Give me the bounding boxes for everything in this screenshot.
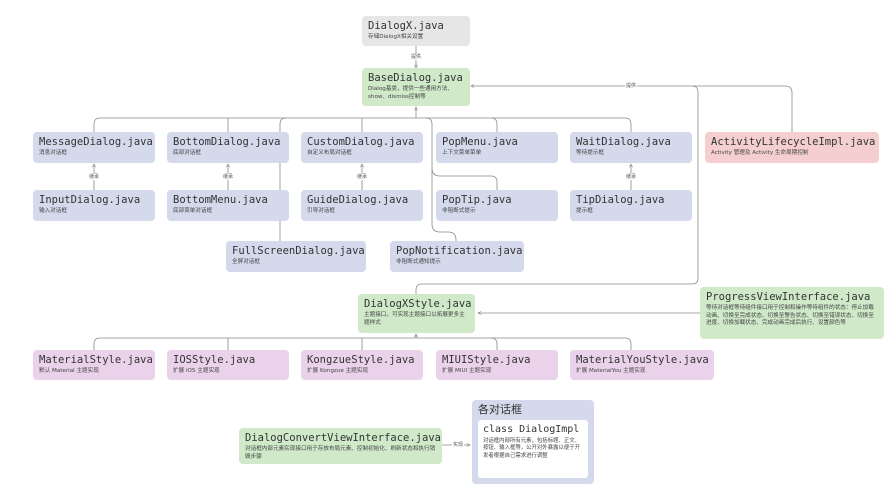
node-desc: 扩展 iOS 主题实现: [173, 368, 220, 374]
node-title: PopNotification.java: [396, 245, 523, 257]
wait-dialog-node: WaitDialog.java 等待提示框: [570, 132, 692, 163]
input-dialog-node: InputDialog.java 输入对话框: [33, 190, 155, 221]
node-desc: 上下文菜单菜单: [442, 150, 482, 156]
node-desc: 默认 Material 主题实现: [39, 368, 99, 374]
node-title: MaterialYouStyle.java: [576, 354, 709, 366]
node-title: class DialogImpl: [483, 424, 580, 435]
edge-label-extends: 继承: [356, 174, 369, 180]
pop-notification-node: PopNotification.java 非阻断式通知提示: [390, 241, 524, 272]
node-title: DialogXStyle.java: [364, 298, 472, 310]
node-title: PopMenu.java: [442, 136, 518, 148]
edge-popmenu-base: [416, 117, 498, 132]
node-desc: 对话框内部所有元素，包括标题、正文、按钮、输入框等，公开对外暴露以便于开发者根据…: [483, 438, 581, 459]
edge-label-provide: 提供: [625, 83, 638, 89]
node-desc: 扩展 MaterialYou 主题实现: [576, 368, 646, 374]
node-desc: 引导对话框: [307, 208, 335, 214]
ios-style-node: IOSStyle.java 扩展 iOS 主题实现: [167, 350, 289, 380]
node-desc: 扩展 Kongzue 主题实现: [307, 368, 368, 374]
dialog-convert-view-interface-node: DialogConvertViewInterface.java 对话框内部元素实…: [239, 428, 442, 464]
node-title: GuideDialog.java: [307, 194, 409, 206]
node-title: WaitDialog.java: [576, 136, 671, 148]
node-desc: 非阻断式通知提示: [396, 259, 441, 265]
dialogs-group: 各对话框 class DialogImpl 对话框内部所有元素，包括标题、正文、…: [472, 400, 594, 484]
node-desc: 主题接口，可实现主题接口以拓展更多主题样式: [364, 312, 465, 326]
node-desc: 等待提示框: [576, 150, 604, 156]
edge-label-implements: 实现: [452, 442, 465, 448]
node-desc: Dialog基类，提供一些通用方法、show、dismiss控制等: [368, 86, 453, 100]
edge-miui-style: [416, 337, 498, 350]
edge-label-extends: 继承: [88, 174, 101, 180]
activity-lifecycle-node: ActivityLifecycleImpl.java Activity 管理及 …: [705, 132, 879, 163]
edge-poptip-base: [431, 167, 498, 190]
node-title: InputDialog.java: [39, 194, 141, 206]
edge-wait-base: [491, 117, 632, 132]
edge-message-base: [93, 107, 416, 132]
node-title: MaterialStyle.java: [39, 354, 153, 366]
node-title: CustomDialog.java: [307, 136, 415, 148]
node-desc: 对话框内部元素实现接口用于存放布局元素、控制初始化、刷新状态和执行销毁步骤: [245, 446, 436, 460]
node-title: TipDialog.java: [576, 194, 665, 206]
pop-tip-node: PopTip.java 非阻断式提示: [436, 190, 558, 221]
bottom-dialog-node: BottomDialog.java 底部对话框: [167, 132, 289, 163]
edge-material-style: [93, 334, 416, 350]
node-desc: 底部菜单对话框: [173, 208, 213, 214]
node-title: ProgressViewInterface.java: [706, 291, 871, 303]
guide-dialog-node: GuideDialog.java 引导对话框: [301, 190, 423, 221]
edge-label-provide: 提供: [410, 54, 423, 60]
node-desc: 提示框: [576, 208, 593, 214]
node-title: ActivityLifecycleImpl.java: [711, 136, 876, 148]
pop-menu-node: PopMenu.java 上下文菜单菜单: [436, 132, 558, 163]
custom-dialog-node: CustomDialog.java 自定义布局对话框: [301, 132, 423, 163]
edge-style-base: [415, 85, 699, 294]
node-title: BottomMenu.java: [173, 194, 268, 206]
fullscreen-dialog-node: FullScreenDialog.java 全屏对话框: [226, 241, 366, 272]
node-title: KongzueStyle.java: [307, 354, 415, 366]
node-desc: 自定义布局对话框: [307, 150, 352, 156]
node-desc: 扩展 MIUI 主题实现: [442, 368, 492, 374]
edge-label-extends: 继承: [625, 174, 638, 180]
node-desc: 输入对话框: [39, 208, 67, 214]
node-title: DialogConvertViewInterface.java: [245, 432, 441, 444]
node-desc: 消息对话框: [39, 150, 67, 156]
dialogx-style-node: DialogXStyle.java 主题接口，可实现主题接口以拓展更多主题样式: [358, 294, 475, 333]
node-title: DialogX.java: [368, 20, 444, 32]
node-desc: 等待对话框等待组件接口用于控制和操作等待组件的状态：停止加载动画、切换至完成状态…: [706, 305, 874, 326]
base-dialog-node: BaseDialog.java Dialog基类，提供一些通用方法、show、d…: [362, 68, 470, 106]
dialog-impl-node: class DialogImpl 对话框内部所有元素，包括标题、正文、按钮、输入…: [478, 420, 588, 478]
node-title: FullScreenDialog.java: [232, 245, 365, 257]
node-desc: 底部对话框: [173, 150, 201, 156]
progress-view-interface-node: ProgressViewInterface.java 等待对话框等待组件接口用于…: [700, 287, 884, 339]
node-title: IOSStyle.java: [173, 354, 256, 366]
edge-label-extends: 继承: [222, 174, 235, 180]
bottom-menu-node: BottomMenu.java 底部菜单对话框: [167, 190, 289, 221]
material-you-style-node: MaterialYouStyle.java 扩展 MaterialYou 主题实…: [570, 350, 714, 380]
edge-materialyou-style: [491, 337, 632, 350]
group-title: 各对话框: [478, 403, 522, 416]
edge-activity-base: [471, 86, 793, 132]
node-title: BaseDialog.java: [368, 72, 463, 84]
kongzue-style-node: KongzueStyle.java 扩展 Kongzue 主题实现: [301, 350, 423, 380]
node-desc: 非阻断式提示: [442, 208, 476, 214]
node-desc: 全屏对话框: [232, 259, 260, 265]
node-title: BottomDialog.java: [173, 136, 281, 148]
edge-notification-base: [425, 117, 457, 241]
node-desc: Activity 管理及 Activity 生命周期控制: [711, 150, 809, 156]
node-desc: 存储DialogX相关设置: [368, 34, 424, 40]
node-title: MessageDialog.java: [39, 136, 153, 148]
node-title: PopTip.java: [442, 194, 512, 206]
dialogx-node: DialogX.java 存储DialogX相关设置: [362, 16, 470, 46]
node-title: MIUIStyle.java: [442, 354, 531, 366]
message-dialog-node: MessageDialog.java 消息对话框: [33, 132, 155, 163]
tip-dialog-node: TipDialog.java 提示框: [570, 190, 692, 221]
material-style-node: MaterialStyle.java 默认 Material 主题实现: [33, 350, 155, 380]
miui-style-node: MIUIStyle.java 扩展 MIUI 主题实现: [436, 350, 558, 380]
edge-fullscreen-base: [279, 117, 287, 241]
